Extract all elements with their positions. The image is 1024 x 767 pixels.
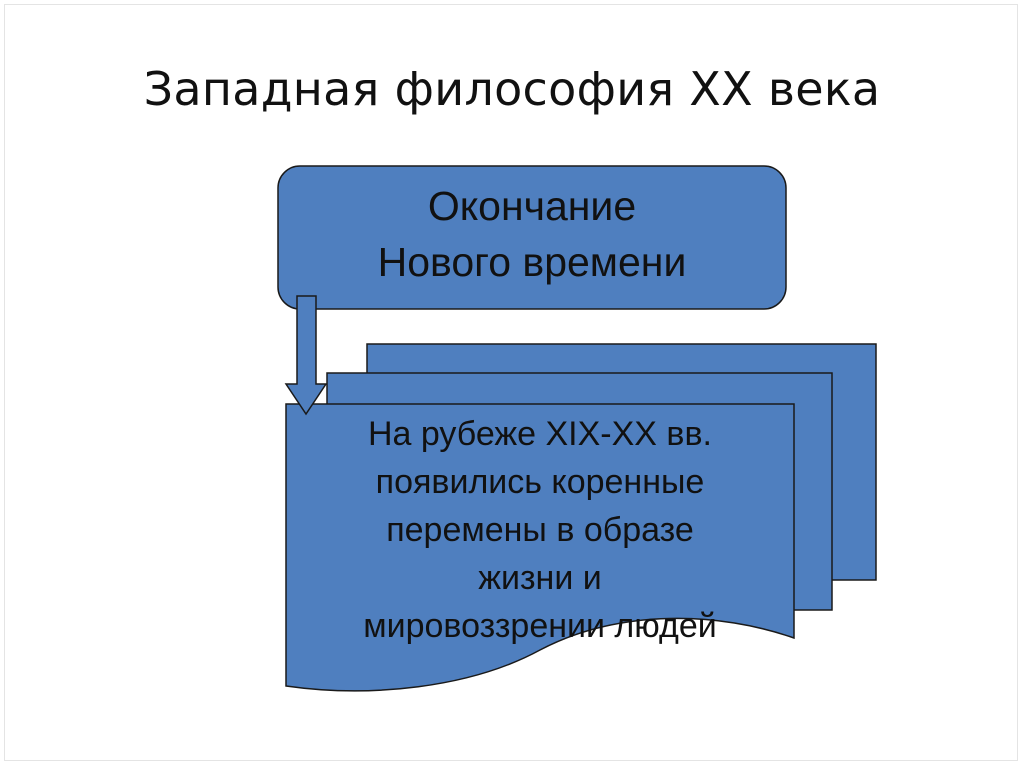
top-box-line: Окончание: [427, 183, 637, 229]
top-box-text: Окончание Нового времени: [278, 178, 786, 290]
document-line: жизни и: [478, 559, 602, 597]
document-line: На рубеже XIX-XX вв.: [367, 415, 713, 453]
document-line: перемены в образе: [386, 511, 694, 549]
top-box: [277, 165, 787, 310]
top-box-line: Нового времени: [377, 239, 687, 285]
document-shape: [285, 403, 795, 692]
document-line: мировоззрении людей: [363, 607, 717, 645]
down-arrow-icon: [284, 295, 328, 416]
slide-title: Западная философия XX века: [143, 62, 881, 116]
document-line: появились коренные: [375, 463, 705, 501]
document-text: На рубеже XIX-XX вв. появились коренные …: [300, 410, 780, 650]
